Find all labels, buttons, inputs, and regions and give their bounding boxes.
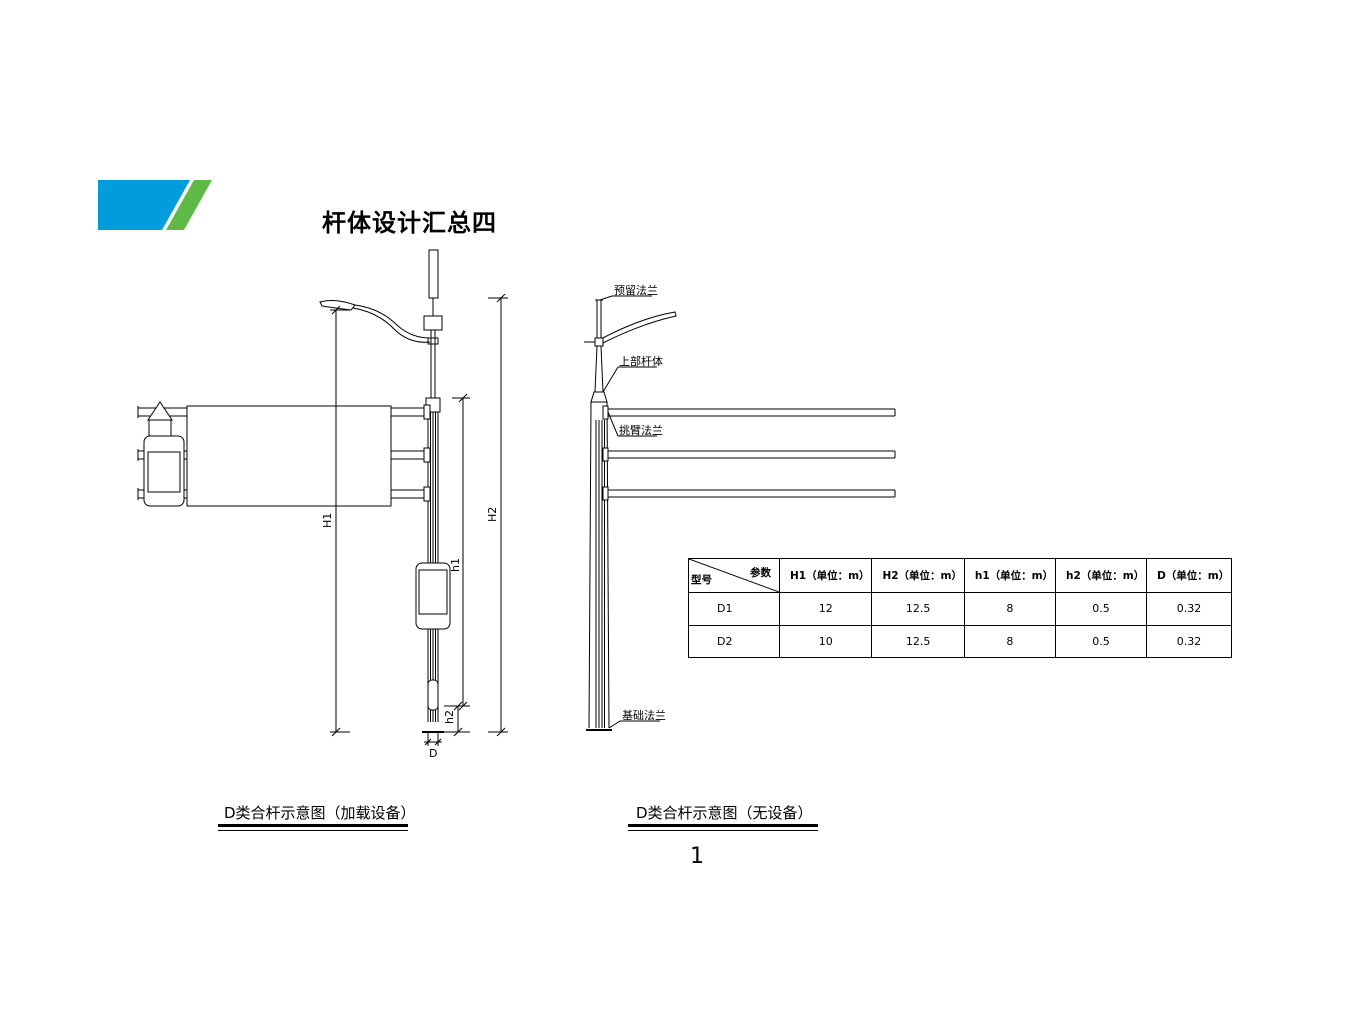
table-cell: 8 xyxy=(963,592,1056,626)
table-cell: 0.5 xyxy=(1054,624,1148,658)
right-caption-underline xyxy=(628,824,818,827)
left-caption-underline xyxy=(218,824,408,827)
page-number: 1 xyxy=(690,844,704,869)
table-cell: 10 xyxy=(778,624,873,658)
dim-h2-label: h2 xyxy=(443,710,456,724)
table-row: D1 12 12.5 8 0.5 0.32 xyxy=(688,592,1232,626)
right-pole-figure xyxy=(584,295,896,731)
table-cell: 12.5 xyxy=(871,592,965,626)
table-header-cell: D（单位：m） xyxy=(1146,558,1232,593)
label-upper-pole: 上部杆体 xyxy=(619,354,663,368)
label-reserved-flange: 预留法兰 xyxy=(614,283,658,297)
table-cell: 12.5 xyxy=(871,624,965,658)
right-figure-caption: D类合杆示意图（无设备） xyxy=(636,804,813,822)
left-figure-caption: D类合杆示意图（加载设备） xyxy=(224,804,416,822)
label-arm-flange: 挑臂法兰 xyxy=(619,423,663,437)
corner-bottom-label: 型号 xyxy=(691,574,712,586)
table-model-cell: D2 xyxy=(688,624,780,658)
table-corner-cell: 参数 型号 xyxy=(688,558,780,593)
left-pole-figure xyxy=(137,249,508,746)
dim-h1-label: h1 xyxy=(449,558,462,572)
table-header-cell: H2（单位：m） xyxy=(871,558,965,593)
dim-H1-label: H1 xyxy=(321,513,334,528)
table-cell: 8 xyxy=(963,624,1056,658)
left-caption-underline-thin xyxy=(218,830,408,831)
table-cell: 0.32 xyxy=(1146,592,1232,626)
brand-logo xyxy=(98,180,212,230)
table-header-cell: h1（单位：m） xyxy=(963,558,1056,593)
label-base-flange: 基础法兰 xyxy=(622,708,666,722)
table-header-row: 参数 型号 H1（单位：m） H2（单位：m） h1（单位：m） h2（单位：m… xyxy=(688,558,1232,593)
table-model-cell: D1 xyxy=(688,592,780,626)
parameter-table: 参数 型号 H1（单位：m） H2（单位：m） h1（单位：m） h2（单位：m… xyxy=(688,558,1232,658)
table-header-cell: H1（单位：m） xyxy=(778,558,873,593)
table-cell: 0.5 xyxy=(1054,592,1148,626)
corner-diagonal xyxy=(689,559,779,592)
table-header-cell: h2（单位：m） xyxy=(1054,558,1148,593)
table-cell: 0.32 xyxy=(1146,624,1232,658)
dim-H2-label: H2 xyxy=(486,507,499,522)
dim-D-label: D xyxy=(429,747,437,760)
right-caption-underline-thin xyxy=(628,830,818,831)
page-title: 杆体设计汇总四 xyxy=(322,208,497,237)
corner-top-label: 参数 xyxy=(750,567,771,579)
table-row: D2 10 12.5 8 0.5 0.32 xyxy=(688,624,1232,658)
table-cell: 12 xyxy=(778,592,873,626)
